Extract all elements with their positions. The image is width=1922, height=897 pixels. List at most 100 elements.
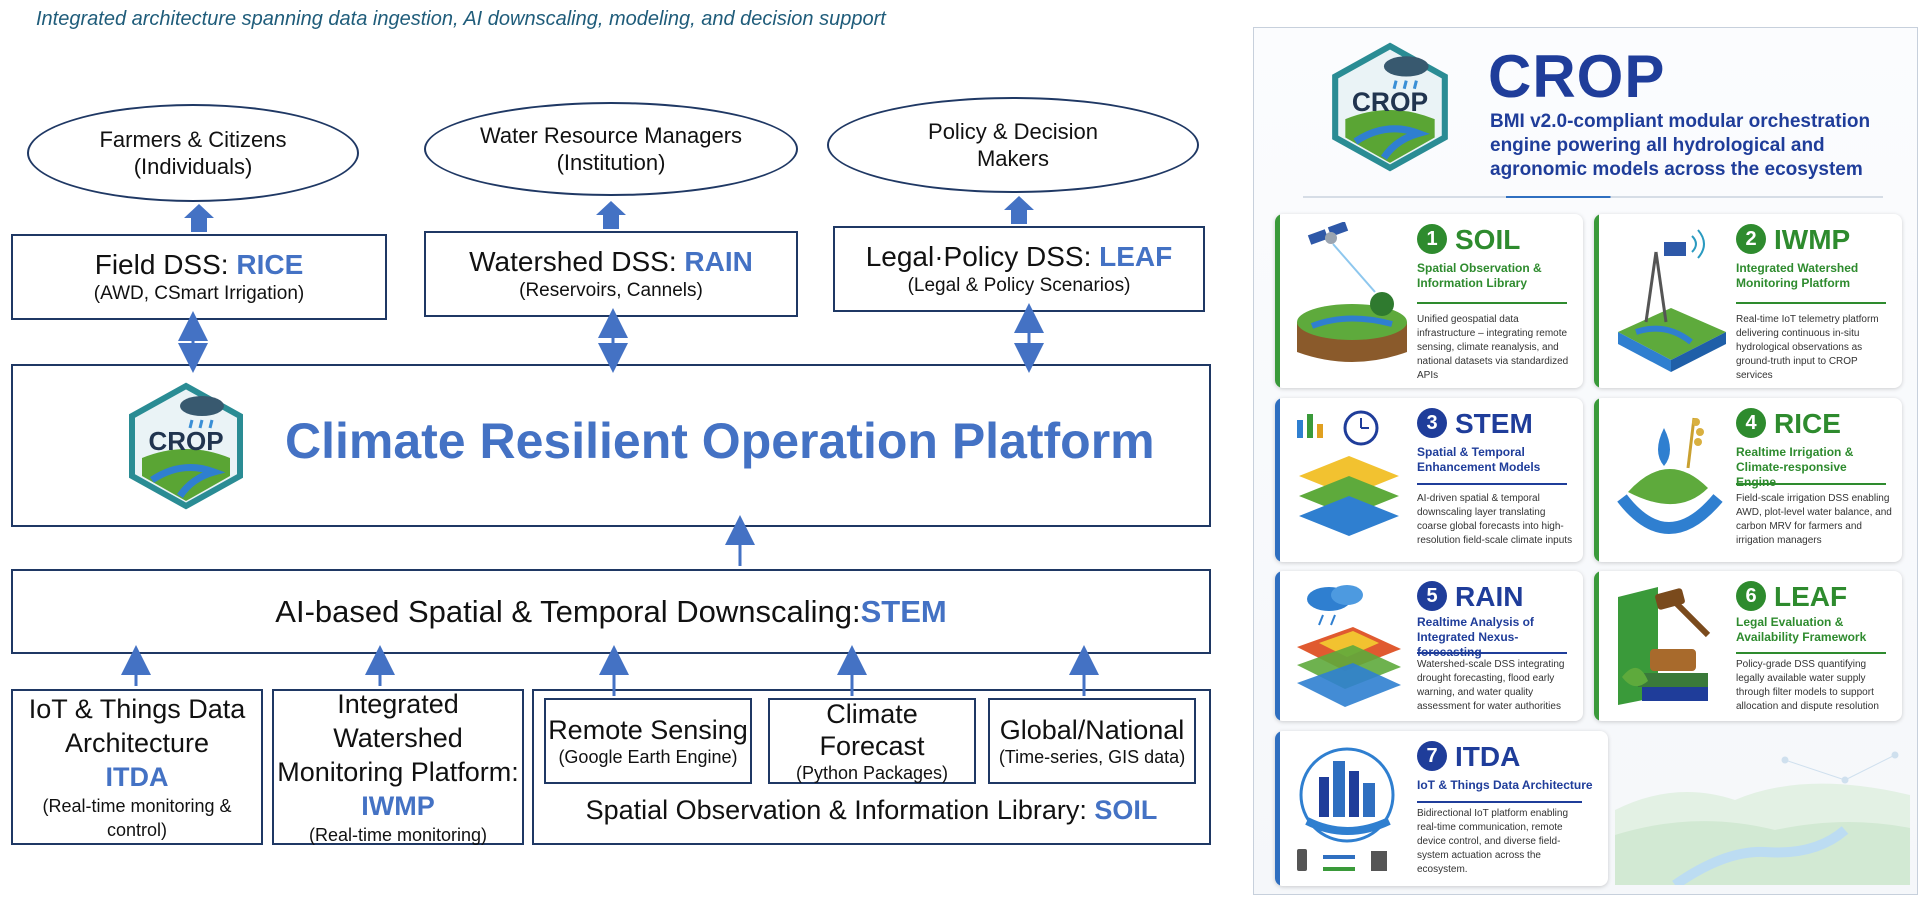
card-rule bbox=[1736, 302, 1886, 304]
module-card-iwmp: 2 IWMP Integrated Watershed Monitoring P… bbox=[1594, 214, 1902, 388]
card-description: AI-driven spatial & temporal downscaling… bbox=[1417, 493, 1573, 546]
field-dss-name: RICE bbox=[236, 249, 304, 280]
card-number: 1 bbox=[1417, 224, 1447, 254]
itda-sub: (Real-time monitoring & control) bbox=[42, 796, 232, 840]
panel-description: BMI v2.0-compliant modular orchestration… bbox=[1490, 111, 1871, 180]
itda-box: IoT & Things Data Architecture ITDA (Rea… bbox=[11, 689, 263, 845]
stem-prefix: AI-based Spatial & Temporal Downscaling: bbox=[275, 593, 861, 629]
card-accent-bar bbox=[1275, 398, 1280, 562]
soil-label-prefix: Spatial Observation & Information Librar… bbox=[585, 795, 1095, 825]
card-title: RICE bbox=[1774, 408, 1841, 439]
card-subtitle: Spatial & Temporal Enhancement Models bbox=[1417, 445, 1541, 474]
legal-dss-sub: (Legal & Policy Scenarios) bbox=[907, 275, 1131, 296]
global-national-box: Global/National (Time-series, GIS data) bbox=[988, 698, 1196, 784]
module-card-rice: 4 RICE Realtime Irrigation & Climate-res… bbox=[1594, 398, 1902, 562]
rain-map-layers-icon bbox=[1297, 585, 1401, 707]
panel-crop-logo: CROP bbox=[1325, 40, 1455, 174]
card-number: 3 bbox=[1417, 408, 1447, 438]
card-title: SOIL bbox=[1455, 224, 1521, 255]
user-farmers-line1: Farmers & Citizens bbox=[99, 127, 287, 152]
card-number: 7 bbox=[1417, 741, 1447, 771]
card-number: 4 bbox=[1736, 408, 1766, 438]
module-card-stem: 3 STEM Spatial & Temporal Enhancement Mo… bbox=[1275, 398, 1583, 562]
iwmp-line2: Monitoring Platform: bbox=[277, 757, 519, 787]
itda-name: ITDA bbox=[105, 762, 169, 792]
card-rule bbox=[1417, 801, 1582, 803]
card-title: STEM bbox=[1455, 408, 1533, 439]
card-description: Bidirectional IoT platform enabling real… bbox=[1417, 808, 1569, 875]
card-accent-bar bbox=[1594, 214, 1599, 388]
card-accent-bar bbox=[1275, 214, 1280, 388]
climate-forecast-sub: (Python Packages) bbox=[795, 763, 949, 783]
arrow-watershed-to-managers bbox=[596, 201, 626, 229]
user-farmers-line2: (Individuals) bbox=[133, 154, 253, 179]
card-number: 6 bbox=[1736, 581, 1766, 611]
watershed-dss-sub: (Reservoirs, Cannels) bbox=[519, 280, 703, 301]
itda-line2: Architecture bbox=[64, 728, 210, 758]
gavel-books-icon bbox=[1618, 587, 1711, 705]
user-water-managers: Water Resource Managers (Institution) bbox=[424, 102, 798, 196]
module-card-itda: 7 ITDA IoT & Things Data Architecture Bi… bbox=[1275, 731, 1608, 886]
card-accent-bar bbox=[1594, 398, 1599, 562]
remote-sensing-box: Remote Sensing (Google Earth Engine) bbox=[544, 698, 752, 784]
card-subtitle: Realtime Irrigation & Climate-responsive… bbox=[1736, 445, 1854, 489]
remote-sensing-title: Remote Sensing bbox=[548, 715, 748, 745]
card-description: Watershed-scale DSS integrating drought … bbox=[1417, 659, 1565, 712]
diagram-subtitle: Integrated architecture spanning data in… bbox=[36, 8, 886, 30]
card-title: IWMP bbox=[1774, 224, 1851, 255]
module-card-rain: 5 RAIN Realtime Analysis of Integrated N… bbox=[1275, 571, 1583, 721]
card-number: 2 bbox=[1736, 224, 1766, 254]
field-dss-box: Field DSS: RICE (AWD, CSmart Irrigation) bbox=[11, 234, 387, 320]
watershed-dss-prefix: Watershed DSS: bbox=[469, 246, 685, 277]
card-rule bbox=[1417, 483, 1567, 485]
user-policy-makers-line1: Policy & Decision bbox=[928, 119, 1098, 144]
card-rule bbox=[1736, 652, 1886, 654]
panel-title: CROP bbox=[1488, 43, 1666, 110]
iot-city-icon bbox=[1297, 747, 1395, 871]
soil-label: Spatial Observation & Information Librar… bbox=[532, 795, 1211, 826]
iwmp-line1: Integrated Watershed bbox=[333, 689, 463, 753]
global-national-sub: (Time-series, GIS data) bbox=[998, 747, 1186, 767]
user-water-managers-line1: Water Resource Managers bbox=[479, 123, 743, 148]
legal-dss-prefix: Legal·Policy DSS: bbox=[865, 241, 1100, 272]
connector-arrows bbox=[121, 196, 1099, 696]
global-national-title: Global/National bbox=[999, 715, 1185, 745]
panel-divider bbox=[1303, 196, 1883, 198]
card-title: LEAF bbox=[1774, 581, 1848, 612]
card-description: Policy-grade DSS quantifying legally ava… bbox=[1736, 659, 1879, 712]
legal-dss-box: Legal·Policy DSS: LEAF (Legal & Policy S… bbox=[833, 226, 1205, 312]
field-dss-prefix: Field DSS: bbox=[94, 249, 237, 280]
card-rule bbox=[1736, 483, 1886, 485]
stem-box: AI-based Spatial & Temporal Downscaling:… bbox=[11, 569, 1211, 654]
iwmp-box: Integrated Watershed Monitoring Platform… bbox=[272, 689, 524, 845]
card-description: Real-time IoT telemetry platform deliver… bbox=[1736, 314, 1879, 381]
card-number: 5 bbox=[1417, 581, 1447, 611]
user-policy-makers-line2: Makers bbox=[976, 146, 1050, 171]
watershed-dss-name: RAIN bbox=[684, 246, 753, 277]
card-rule bbox=[1417, 302, 1567, 304]
water-drop-rice-icon bbox=[1617, 417, 1723, 534]
module-card-soil: 1 SOIL Spatial Observation & Information… bbox=[1275, 214, 1583, 388]
platform-title: Climate Resilient Operation Platform bbox=[285, 413, 1155, 469]
iwmp-name: IWMP bbox=[361, 791, 435, 821]
crop-logo: CROP bbox=[122, 380, 250, 512]
user-water-managers-line2: (Institution) bbox=[556, 150, 666, 175]
card-title: RAIN bbox=[1455, 581, 1524, 612]
user-farmers: Farmers & Citizens (Individuals) bbox=[27, 104, 359, 202]
field-dss-sub: (AWD, CSmart Irrigation) bbox=[93, 283, 305, 304]
climate-forecast-title: Climate Forecast bbox=[819, 699, 925, 761]
watershed-dss-box: Watershed DSS: RAIN (Reservoirs, Cannels… bbox=[424, 231, 798, 317]
card-description: Unified geospatial data infrastructure –… bbox=[1417, 314, 1569, 381]
card-subtitle: Legal Evaluation & Availability Framewor… bbox=[1736, 615, 1867, 644]
monitoring-tower-icon bbox=[1618, 229, 1726, 372]
arrow-legal-to-policy bbox=[1004, 196, 1034, 224]
card-accent-bar bbox=[1594, 571, 1599, 721]
soil-label-name: SOIL bbox=[1094, 795, 1158, 825]
card-title: ITDA bbox=[1455, 741, 1521, 772]
legal-dss-name: LEAF bbox=[1099, 241, 1173, 272]
climate-forecast-box: Climate Forecast (Python Packages) bbox=[768, 698, 976, 784]
itda-line1: IoT & Things Data bbox=[28, 694, 246, 724]
card-subtitle: Spatial Observation & Information Librar… bbox=[1417, 261, 1542, 290]
satellite-terrain-icon bbox=[1297, 222, 1407, 362]
crop-logo-text: CROP bbox=[148, 426, 223, 456]
